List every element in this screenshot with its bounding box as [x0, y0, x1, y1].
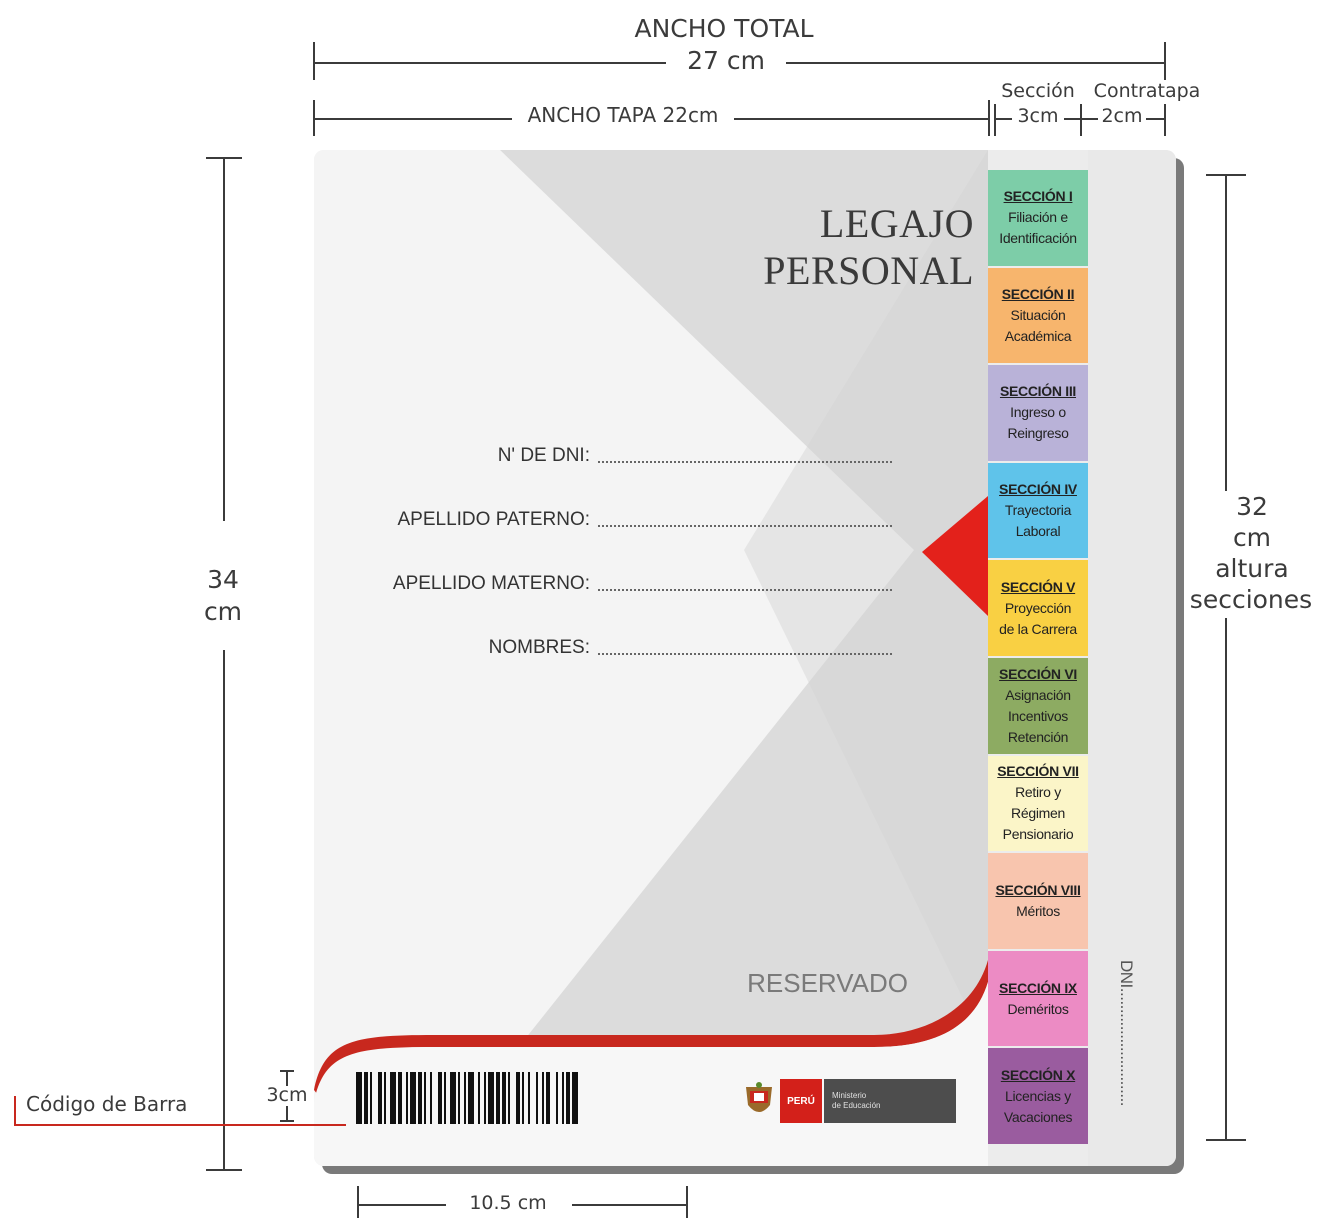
back-cover: DNI............................ — [1088, 150, 1176, 1166]
section-tab-description: Deméritos — [1007, 1000, 1069, 1017]
apellido-materno-line[interactable] — [598, 589, 892, 591]
dni-line[interactable] — [598, 461, 892, 463]
section-tab[interactable]: SECCIÓN VIII Méritos — [988, 853, 1088, 949]
section-tab-description: Identificación — [999, 230, 1077, 247]
section-tab-description: de la Carrera — [999, 620, 1077, 637]
section-tab[interactable]: SECCIÓN III Ingreso o Reingreso — [988, 365, 1088, 461]
reserved-label: RESERVADO — [747, 968, 908, 998]
section-tab[interactable]: SECCIÓN IX Deméritos — [988, 950, 1088, 1047]
section-tab-title: SECCIÓN VII — [997, 763, 1079, 780]
sections-height-unit: cm — [1200, 522, 1304, 553]
cover-width-label: ANCHO TAPA 22cm — [512, 103, 734, 127]
section-tab-title: SECCIÓN X — [1000, 1066, 1076, 1083]
apellido-materno-label: APELLIDO MATERNO: — [392, 573, 590, 594]
section-tab-title: SECCIÓN VI — [999, 665, 1077, 682]
apellido-paterno-line[interactable] — [598, 525, 892, 527]
section-tab-title: SECCIÓN II — [1001, 285, 1075, 302]
peru-badge: PERÚ — [780, 1079, 822, 1123]
section-tab[interactable]: SECCIÓN X Licencias y Vacaciones — [988, 1048, 1088, 1144]
pointer-arrow-icon — [922, 496, 988, 616]
nombres-label: NOMBRES: — [488, 637, 590, 658]
section-tab-title: SECCIÓN IX — [999, 979, 1077, 996]
section-tab-description: Filiación e — [1008, 209, 1068, 226]
section-tab-description: Retiro y — [1015, 784, 1061, 801]
apellido-paterno-label: APELLIDO PATERNO: — [397, 509, 590, 530]
section-tab-title: SECCIÓN I — [1003, 188, 1073, 205]
barcode-callout-label: Código de Barra — [26, 1092, 188, 1116]
sections-height-number: 32 — [1200, 491, 1304, 522]
barcode-width-value: 10.5 cm — [446, 1192, 570, 1214]
section-tab-description: Retención — [1007, 728, 1069, 745]
nombres-line[interactable] — [598, 653, 892, 655]
section-tab[interactable]: SECCIÓN V Proyección de la Carrera — [988, 560, 1088, 656]
section-tab-title: SECCIÓN V — [1000, 578, 1076, 595]
section-width-title: Sección — [1001, 80, 1075, 102]
section-tab-description: Asignación — [1005, 686, 1071, 703]
section-tab-description: Reingreso — [1007, 425, 1069, 442]
section-tab-title: SECCIÓN VIII — [995, 881, 1081, 898]
backcover-width-title: Contratapa — [1093, 80, 1201, 102]
section-tab-description: Situación — [1010, 306, 1066, 323]
section-tab-description: Ingreso o — [1010, 404, 1066, 421]
section-tab-description: Vacaciones — [1003, 1108, 1073, 1125]
section-tab-description: Proyección — [1004, 599, 1072, 616]
section-tab-description: Académica — [1004, 327, 1072, 344]
barcode-band-value: 3cm — [266, 1084, 308, 1106]
section-tab-description: Régimen — [1011, 805, 1065, 822]
section-tab-title: SECCIÓN IV — [999, 481, 1077, 498]
total-width-value: 27 cm — [666, 46, 786, 75]
total-height-unit: cm — [190, 597, 256, 626]
dni-label: N' DE DNI: — [497, 445, 590, 466]
backcover-width-value: 2cm — [1098, 105, 1146, 127]
section-tab-description: Méritos — [1016, 902, 1060, 919]
section-tab[interactable]: SECCIÓN I Filiación e Identificación — [988, 170, 1088, 266]
sections-height-line1: altura — [1190, 553, 1314, 584]
section-tab-description: Pensionario — [1002, 826, 1074, 843]
front-cover: LEGAJO PERSONAL N' DE DNI: APELLIDO PATE… — [314, 150, 988, 1166]
ministry-logo: PERÚ Ministerio de Educación — [742, 1078, 956, 1124]
dni-vertical-label: DNI............................ — [1117, 960, 1136, 1107]
total-width-title: ANCHO TOTAL — [624, 14, 824, 43]
total-height-number: 34 — [190, 565, 256, 594]
section-tab-title: SECCIÓN III — [999, 383, 1077, 400]
section-tab-description: Incentivos — [1007, 707, 1069, 724]
ministry-line-1: Ministerio — [832, 1091, 867, 1100]
coat-of-arms-icon — [746, 1082, 772, 1112]
peru-text: PERÚ — [787, 1095, 815, 1107]
ministry-badge: Ministerio de Educación — [824, 1079, 956, 1123]
ministry-line-2: de Educación — [832, 1101, 881, 1110]
section-width-value: 3cm — [1012, 105, 1064, 127]
cover-title: LEGAJO PERSONAL — [763, 201, 974, 293]
barcode-graphic — [356, 1072, 578, 1124]
sections-height-line2: secciones — [1186, 584, 1316, 615]
section-tab-description: Trayectoria — [1004, 502, 1072, 519]
folder: LEGAJO PERSONAL N' DE DNI: APELLIDO PATE… — [314, 150, 1176, 1166]
section-tab-description: Laboral — [1015, 523, 1061, 540]
section-tab-description: Licencias y — [1005, 1087, 1071, 1104]
